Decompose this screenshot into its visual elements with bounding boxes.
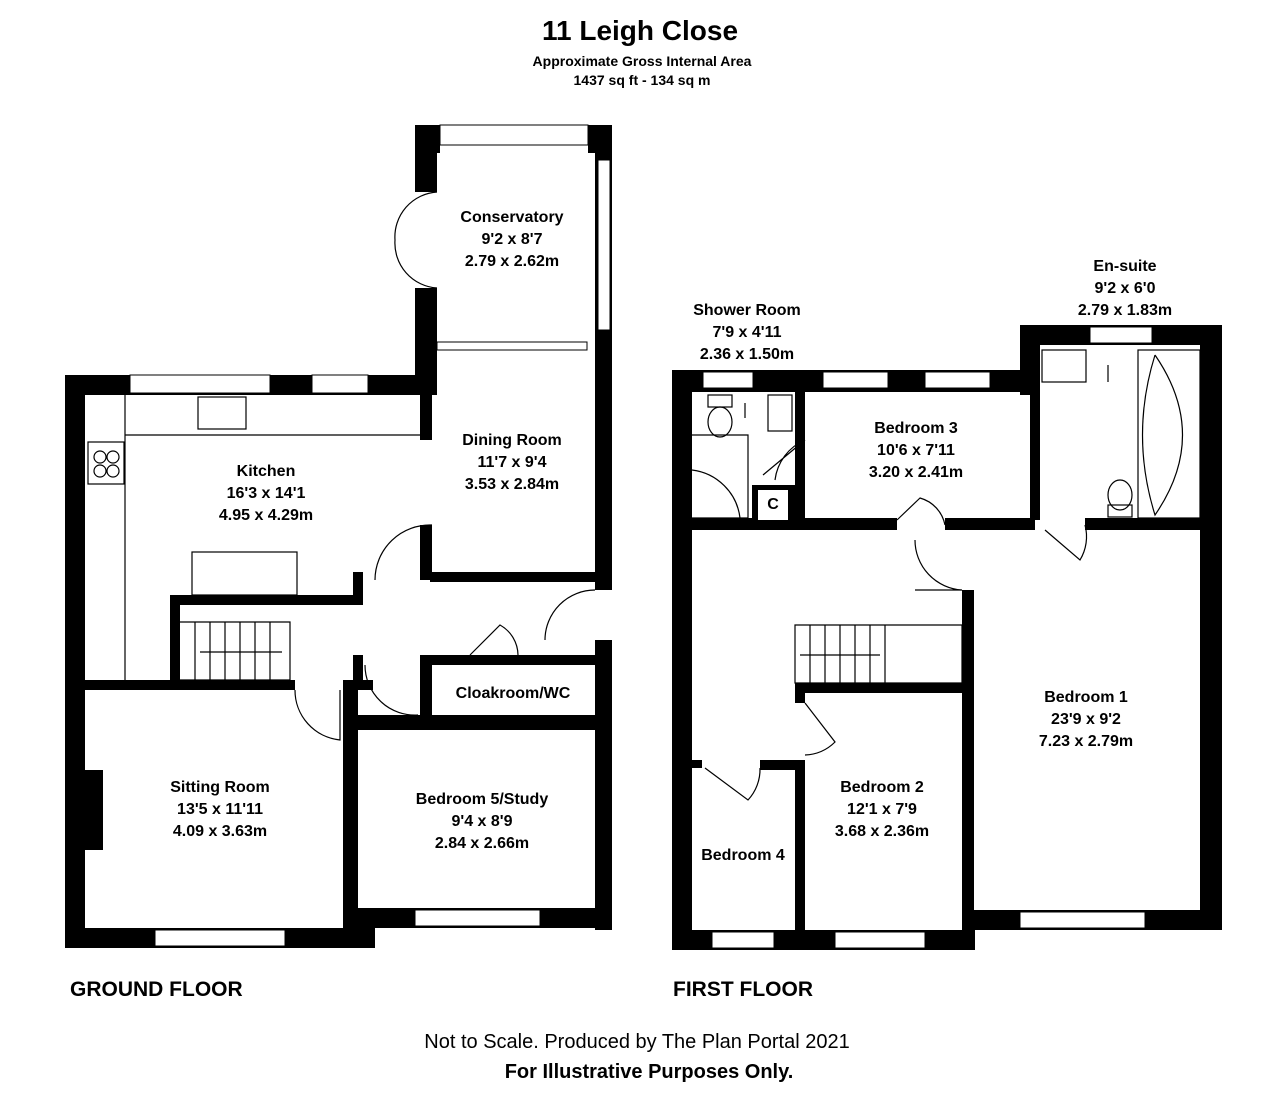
first-floor-label: FIRST FLOOR: [673, 978, 813, 1001]
cupboard-label: C: [767, 496, 779, 513]
room-metric: 2.79 x 1.83m: [1077, 302, 1173, 319]
room-imperial: 12'1 x 7'9: [847, 801, 917, 818]
room-shower: Shower Room 7'9 x 4'11 2.36 x 1.50m: [693, 300, 801, 366]
room-cloakroom: Cloakroom/WC: [456, 683, 571, 705]
room-imperial: 7'9 x 4'11: [712, 324, 782, 341]
room-metric: 3.68 x 2.36m: [834, 823, 930, 840]
room-metric: 2.36 x 1.50m: [699, 346, 795, 363]
area-value: 1437 sq ft - 134 sq m: [573, 72, 711, 88]
room-metric: 7.23 x 2.79m: [1038, 733, 1134, 750]
room-conservatory: Conservatory 9'2 x 8'7 2.79 x 2.62m: [460, 207, 563, 273]
room-name: Bedroom 5/Study: [415, 791, 549, 808]
room-bedroom-2: Bedroom 2 12'1 x 7'9 3.68 x 2.36m: [835, 777, 929, 843]
footer-disclaimer: Not to Scale. Produced by The Plan Porta…: [424, 1031, 850, 1053]
room-imperial: 11'7 x 9'4: [477, 454, 547, 471]
ground-floor-details: [87, 191, 596, 741]
room-bedroom-1: Bedroom 1 23'9 x 9'2 7.23 x 2.79m: [1039, 687, 1133, 753]
room-bedroom-4: Bedroom 4: [701, 845, 785, 867]
room-en-suite: En-suite 9'2 x 6'0 2.79 x 1.83m: [1078, 256, 1172, 322]
room-dining: Dining Room 11'7 x 9'4 3.53 x 2.84m: [462, 430, 562, 496]
room-name: Kitchen: [236, 463, 296, 480]
ground-floor-windows: [129, 124, 611, 947]
room-metric: 2.79 x 2.62m: [464, 253, 560, 270]
room-bedroom-3: Bedroom 3 10'6 x 7'11 3.20 x 2.41m: [869, 418, 963, 484]
page-title: 11 Leigh Close: [541, 15, 739, 46]
room-name: En-suite: [1093, 258, 1157, 275]
first-floor-windows: [702, 326, 1153, 949]
room-metric: 4.95 x 4.29m: [218, 507, 314, 524]
room-name: Shower Room: [693, 302, 801, 319]
room-imperial: 9'2 x 8'7: [481, 231, 543, 248]
footer-illustrative: For Illustrative Purposes Only.: [504, 1061, 794, 1083]
first-floor-details: [691, 349, 1201, 801]
room-metric: 2.84 x 2.66m: [434, 835, 530, 852]
room-imperial: 23'9 x 9'2: [1051, 711, 1121, 728]
room-imperial: 10'6 x 7'11: [877, 442, 955, 459]
room-metric: 4.09 x 3.63m: [172, 823, 268, 840]
room-kitchen: Kitchen 16'3 x 14'1 4.95 x 4.29m: [219, 461, 313, 527]
room-name: Sitting Room: [170, 779, 270, 796]
room-name: Cloakroom/WC: [455, 685, 571, 702]
room-name: Bedroom 4: [701, 847, 785, 864]
room-name: Bedroom 1: [1044, 689, 1128, 706]
room-imperial: 9'4 x 8'9: [451, 813, 513, 830]
room-name: Conservatory: [460, 209, 564, 226]
room-metric: 3.20 x 2.41m: [868, 464, 964, 481]
room-name: Bedroom 2: [840, 779, 924, 796]
room-imperial: 13'5 x 11'11: [177, 801, 263, 818]
ground-floor-label: GROUND FLOOR: [70, 978, 243, 1001]
room-name: Bedroom 3: [874, 420, 958, 437]
room-sitting: Sitting Room 13'5 x 11'11 4.09 x 3.63m: [170, 777, 270, 843]
room-bedroom-5: Bedroom 5/Study 9'4 x 8'9 2.84 x 2.66m: [416, 789, 548, 855]
room-imperial: 9'2 x 6'0: [1094, 280, 1156, 297]
area-label: Approximate Gross Internal Area: [532, 53, 752, 69]
room-imperial: 16'3 x 14'1: [226, 485, 306, 502]
room-metric: 3.53 x 2.84m: [464, 476, 560, 493]
room-name: Dining Room: [462, 432, 562, 449]
